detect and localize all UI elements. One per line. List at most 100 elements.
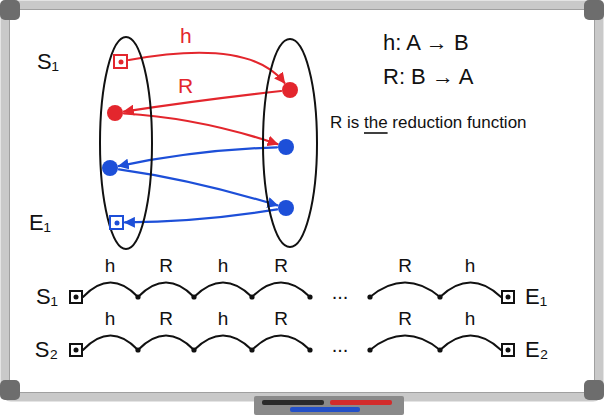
chain-point [437,294,442,299]
ellipsis: ... [332,334,349,357]
edge-label: R [176,74,195,98]
square-center-dot [118,59,123,64]
ellipse-outline-path [100,37,152,249]
edge-label: h [178,24,194,48]
chain-step-label-holder: h [465,255,476,277]
chain-arc [370,283,440,298]
frame-corner [584,0,604,20]
note-holder: R is the reduction function [330,113,527,133]
chain-point [437,347,442,352]
chain-step-label-holder: h [218,308,229,330]
chain-step-label-holder: R [274,255,288,277]
chain-step-label: h [465,255,476,277]
chain-step-label: R [159,308,173,330]
square-center-dot [74,348,79,353]
chain-arc [440,336,501,351]
mapping-arrow [124,91,281,112]
mapping-definition-holder: R: B → A [383,64,473,89]
ellipsis-holder: ... [332,281,349,304]
mapping-definition-holder: h: A → B [383,30,469,55]
chain-step-label-holder: h [105,308,116,330]
endpoint-label: E₁ [525,284,547,309]
chain-step-label-holder: R [398,255,412,277]
chain-point [191,347,196,352]
set-ellipse: S₁ E₁ [99,36,153,250]
element-dot [278,200,294,216]
frame-corner [0,0,20,20]
chain-step-label-holder: R [398,308,412,330]
edge-label-holder: R [176,74,195,98]
square-center-dot [74,295,79,300]
square-center-dot [506,295,511,300]
marker-tray [254,396,404,415]
chain-point [135,347,140,352]
endpoint-label: S₁ [36,284,58,309]
endpoint-square: S₁ [113,54,128,69]
chain-step-label-holder: R [159,255,173,277]
element-dot [282,82,298,98]
frame-inner-edge [10,10,595,393]
endpoint-square: E₁ [501,290,515,304]
chain-step-label-holder: R [274,308,288,330]
chain-arc [138,336,194,351]
chain-row [83,283,501,300]
chain-point [367,347,372,352]
mapping-arrow [125,209,277,222]
ellipsis: ... [332,281,349,304]
marker-pen [290,407,360,412]
chain-arc [252,336,310,351]
ellipsis-holder: ... [332,334,349,357]
endpoint-label-holder: E₁ [29,210,51,235]
chain-row [83,336,501,353]
mapping-arrow [119,169,278,205]
endpoint-square: S₂ [69,343,83,357]
endpoint-label-holder: S₁ [37,49,59,74]
chain-step-label-holder: h [218,255,229,277]
endpoint-label-holder: E₂ [525,337,548,362]
chain-step-label: R [274,308,288,330]
chain-arc [194,336,252,351]
chain-step-label: R [398,308,412,330]
chain-arc [83,336,138,351]
chain-step-label-holder: h [105,255,116,277]
chain-step-label-holder: R [159,308,173,330]
endpoint-square: S₁ [69,290,83,304]
chain-arc [83,283,138,298]
endpoint-label: S₂ [35,337,58,362]
ellipse-outline-path [263,39,317,247]
mapping-arrow [124,114,278,145]
element-dot [107,105,123,121]
chain-point [249,347,254,352]
chain-arc [252,283,310,298]
mapping-arrow [129,53,285,83]
chain-point [307,347,312,352]
chain-step-label: h [465,308,476,330]
board-frame [5,5,599,397]
endpoint-label-holder: E₁ [525,284,547,309]
chain-arc [194,283,252,298]
edge-label-holder: h [178,24,194,48]
endpoint-label-holder: S₂ [35,337,58,362]
element-dot [102,160,118,176]
mapping-definition: R: B → A [383,64,473,89]
chain-step-label: h [218,308,229,330]
chain-step-label: h [105,255,116,277]
square-center-dot [506,348,511,353]
chain-point [135,294,140,299]
chain-point [367,294,372,299]
chain-arc [138,283,194,298]
mapping-arrow [119,147,277,166]
chain-point [307,294,312,299]
endpoint-square: E₁ [109,215,124,230]
mapping-definition: h: A → B [383,30,469,55]
chain-arc [440,283,501,298]
endpoint-label: S₁ [37,49,59,74]
chain-step-label: R [159,255,173,277]
chain-step-label: R [274,255,288,277]
note: R is the reduction function [330,113,527,133]
endpoint-label: E₁ [29,210,51,235]
chain-step-label: R [398,255,412,277]
endpoint-square: E₂ [501,343,515,357]
